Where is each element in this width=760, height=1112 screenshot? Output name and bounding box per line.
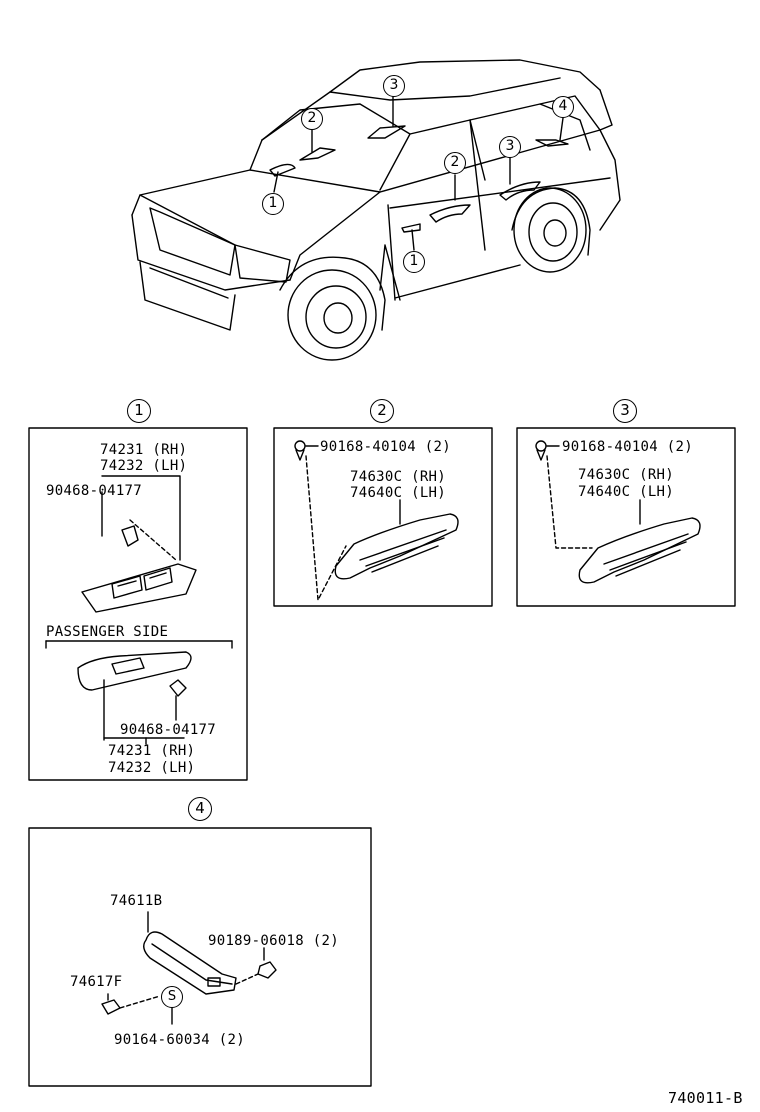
panel-4-marker: 4 xyxy=(188,797,212,821)
part-74231-rh-label-2: 74231 (RH) xyxy=(108,743,196,759)
callout-1-door: 1 xyxy=(403,251,425,273)
panel-3-frame xyxy=(516,427,736,607)
figure-id: 740011-B xyxy=(668,1089,743,1107)
part-74630c-rh-label: 74630C (RH) xyxy=(350,469,447,485)
panel-1-frame xyxy=(28,427,248,781)
panel-2-frame xyxy=(273,427,493,607)
callout-2-door: 2 xyxy=(444,152,466,174)
clip-90468-label: 90468-04177 xyxy=(46,483,143,499)
panel-4-frame xyxy=(28,827,372,1087)
callout-4-rear: 4 xyxy=(552,96,574,118)
screw-90168-label-2: 90168-40104 (2) xyxy=(562,439,693,455)
panel-2-marker: 2 xyxy=(370,399,394,423)
callout-1-front: 1 xyxy=(262,193,284,215)
callout-3-rear: 3 xyxy=(499,136,521,158)
part-74231-rh-label: 74231 (RH) xyxy=(100,442,188,458)
part-74640c-lh-label-2: 74640C (LH) xyxy=(578,484,675,500)
screw-90164-label: 90164-60034 (2) xyxy=(114,1032,245,1048)
vehicle-illustration xyxy=(131,59,621,361)
grip-74611b-label: 74611B xyxy=(110,893,163,909)
panel-1-marker: 1 xyxy=(127,399,151,423)
panel-3-marker: 3 xyxy=(613,399,637,423)
part-74640c-lh-label: 74640C (LH) xyxy=(350,485,447,501)
part-74232-lh-label-2: 74232 (LH) xyxy=(108,760,196,776)
cap-74617f-label: 74617F xyxy=(70,974,123,990)
callout-2-front: 2 xyxy=(301,108,323,130)
part-74630c-rh-label-2: 74630C (RH) xyxy=(578,467,675,483)
passenger-side-heading: PASSENGER SIDE xyxy=(46,624,169,640)
part-74232-lh-label: 74232 (LH) xyxy=(100,458,188,474)
screw-90168-label: 90168-40104 (2) xyxy=(320,439,451,455)
bolt-90189-label: 90189-06018 (2) xyxy=(208,933,339,949)
s-mark-symbol: S xyxy=(161,986,183,1008)
callout-3-roof: 3 xyxy=(383,75,405,97)
clip-90468-label-2: 90468-04177 xyxy=(120,722,217,738)
